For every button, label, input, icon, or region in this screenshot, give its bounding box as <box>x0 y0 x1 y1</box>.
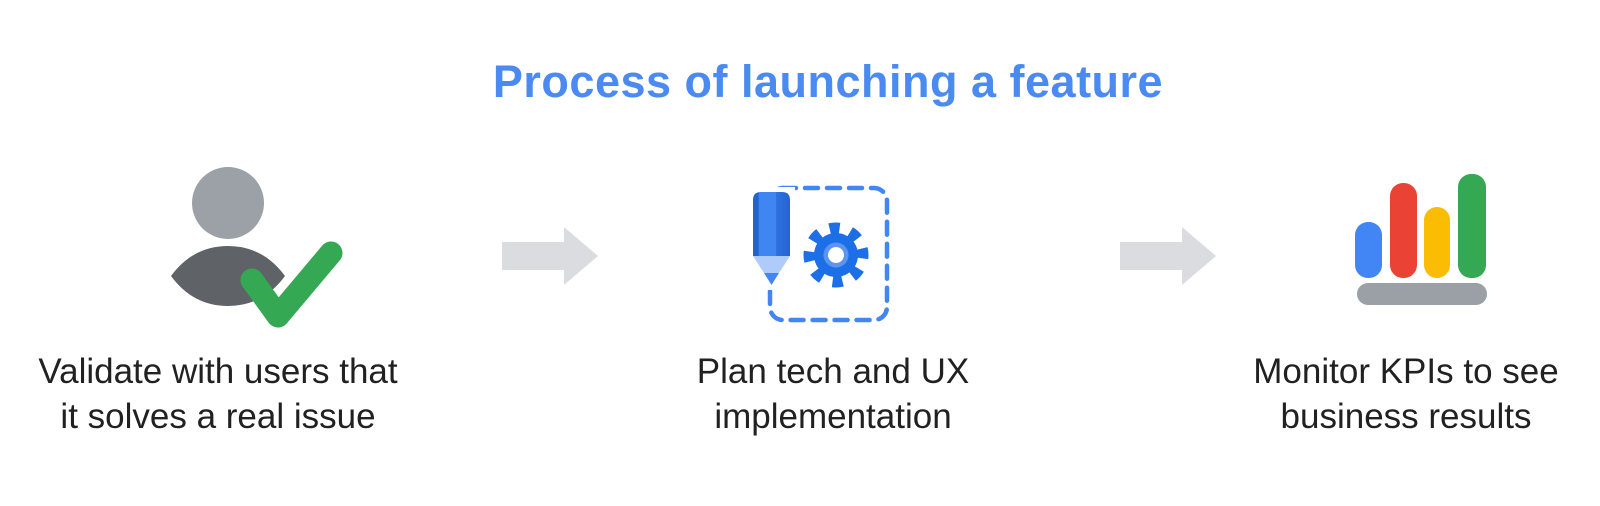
gear-shape <box>803 222 869 288</box>
bar-chart-icon <box>1355 174 1487 305</box>
bar-yellow-shape <box>1424 207 1450 278</box>
checkmark-shape <box>240 241 343 328</box>
bar-baseline-shape <box>1357 283 1487 305</box>
arrow-right-icon <box>1120 227 1216 285</box>
arrow-right-icon <box>502 227 598 285</box>
arrow-shape <box>1120 227 1216 285</box>
pencil-gear-icon <box>748 185 890 323</box>
person-head-shape <box>192 167 264 239</box>
step-label: Validate with users that it solves a rea… <box>38 352 398 436</box>
bar-blue-shape <box>1355 222 1382 278</box>
pencil-shape <box>753 192 790 285</box>
person-check-icon <box>171 167 343 328</box>
step-label: Monitor KPIs to see business results <box>1253 352 1559 436</box>
bar-red-shape <box>1390 183 1417 278</box>
bar-green-shape <box>1458 174 1486 278</box>
arrow-shape <box>502 227 598 285</box>
diagram-title: Process of launching a feature <box>492 56 1164 107</box>
step-label: Plan tech and UX implementation <box>696 352 970 436</box>
